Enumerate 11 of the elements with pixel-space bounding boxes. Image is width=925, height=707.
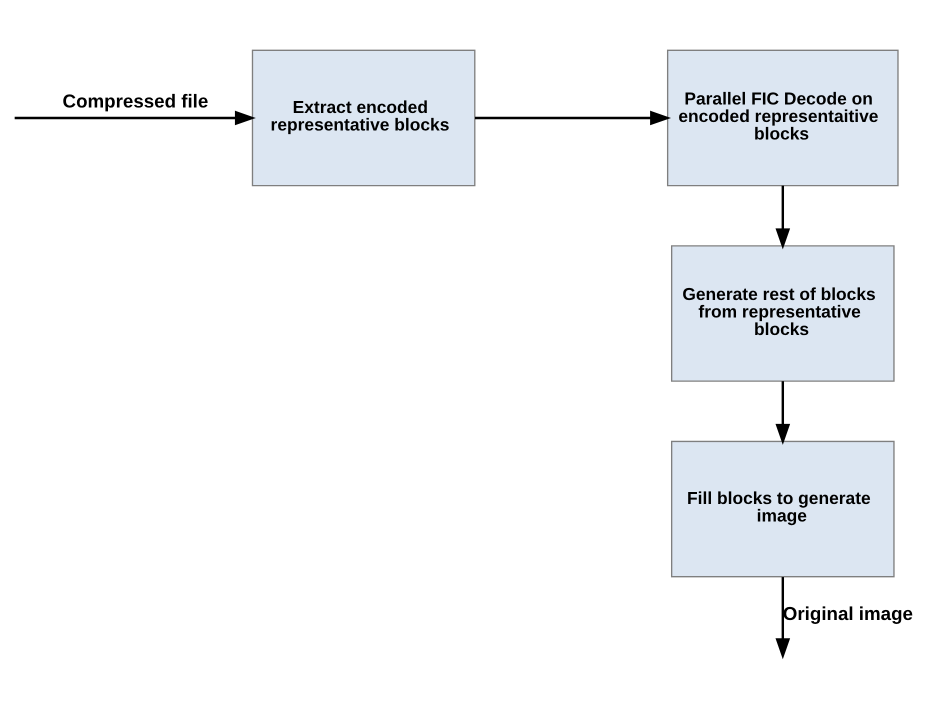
node-box: Fill blocks to generate image <box>671 440 895 578</box>
arrow <box>14 110 256 126</box>
arrow <box>775 186 790 250</box>
arrow <box>474 110 672 126</box>
edge-label: Original image <box>782 602 913 624</box>
arrow <box>775 577 790 660</box>
node-box: Extract encoded representative blocks <box>252 50 476 186</box>
arrow <box>775 381 790 445</box>
node-box: Parallel FIC Decode on encoded representaitive blocks <box>666 50 899 186</box>
edge-label: Compressed file <box>62 90 208 112</box>
node-box: Generate rest of blocks from representative blocks <box>671 245 895 382</box>
